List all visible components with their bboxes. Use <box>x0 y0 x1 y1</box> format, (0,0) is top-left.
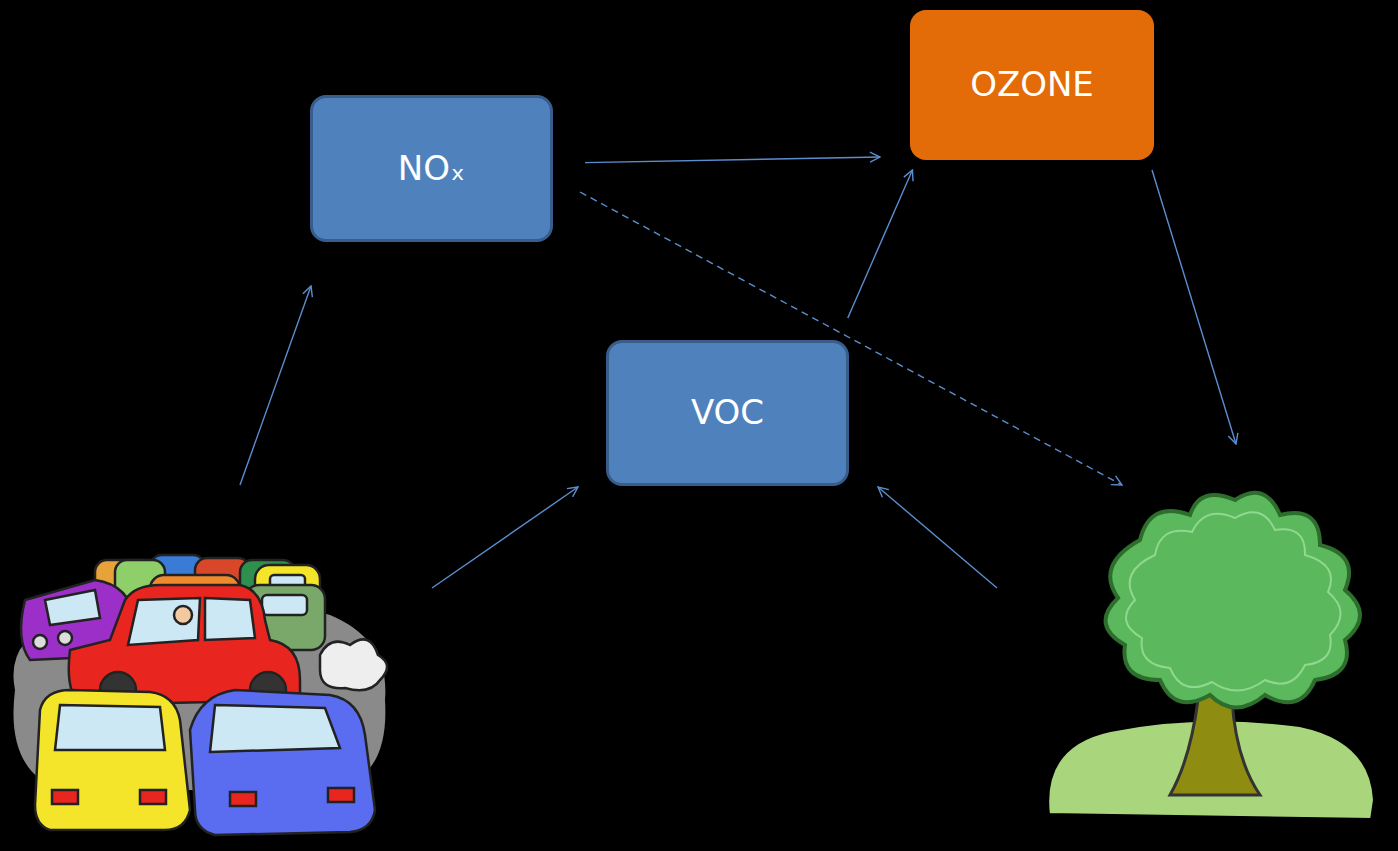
pollutant-box: NOₓ <box>310 95 553 242</box>
car-window <box>128 598 200 645</box>
node-label: VOC <box>677 385 778 440</box>
tail-light <box>230 792 256 806</box>
nox-to-tree-dashed-arrow <box>580 192 1122 485</box>
tree-illustration <box>1047 493 1375 820</box>
blue-car <box>190 690 375 835</box>
tree-to-voc-arrow <box>878 487 997 588</box>
tree-crown-highlight <box>1126 512 1341 690</box>
driver <box>174 606 192 624</box>
exhaust-cloud <box>320 639 387 690</box>
node-label: OZONE <box>956 57 1108 112</box>
tree-crown <box>1106 493 1360 708</box>
ozone-to-tree-arrow <box>1152 170 1236 444</box>
tail-light <box>328 788 354 802</box>
product-box: OZONE <box>910 10 1154 160</box>
pollutant-box: VOC <box>606 340 849 486</box>
car-window <box>45 590 100 625</box>
yellow-car <box>35 690 190 830</box>
wheel <box>33 635 47 649</box>
wheel <box>58 631 72 645</box>
node-label: NOₓ <box>384 141 479 196</box>
car-window <box>205 598 255 640</box>
traffic-illustration <box>13 555 387 835</box>
cars-to-voc-arrow <box>432 487 578 588</box>
tail-light <box>52 790 78 804</box>
car-window <box>262 595 307 615</box>
car-window <box>55 705 165 750</box>
cars-to-nox-arrow <box>240 286 311 485</box>
connector-arrow <box>585 157 880 163</box>
car-window <box>210 705 340 752</box>
tail-light <box>140 790 166 804</box>
connector-arrow <box>848 170 913 318</box>
